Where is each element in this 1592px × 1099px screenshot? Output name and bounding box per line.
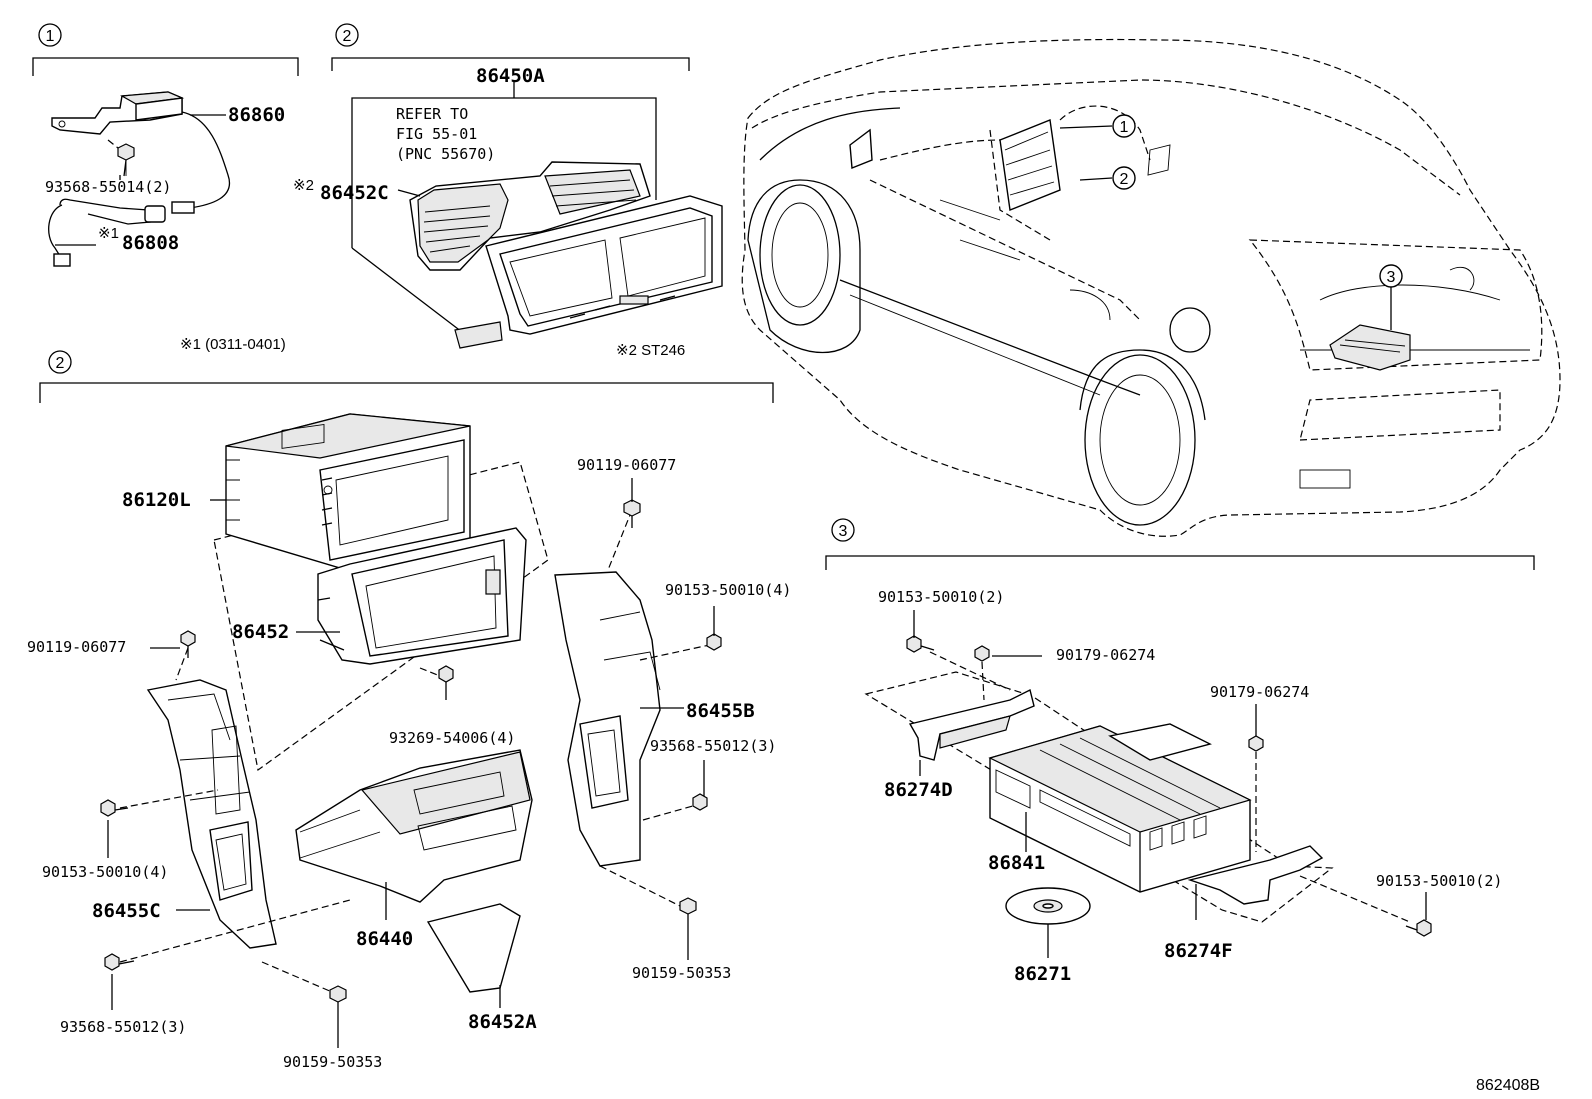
part-93568-55012-3-left-label: 93568-55012(3) — [60, 1018, 186, 1036]
section-number: 2 — [343, 28, 352, 45]
part-86455C-label: 86455C — [92, 900, 161, 922]
part-90159-50353-left-label: 90159-50353 — [283, 1053, 382, 1071]
part-90153-50010-2-top-label: 90153-50010(2) — [878, 588, 1004, 606]
note-mark-1: ※1 — [98, 225, 119, 242]
car-callout-2: 2 — [1120, 171, 1129, 188]
refer-line-1: REFER TO — [396, 105, 468, 123]
part-86274F-label: 86274F — [1164, 940, 1233, 962]
part-86452C-label: 86452C — [320, 182, 389, 204]
part-93568-55012-3-right-label: 93568-55012(3) — [650, 737, 776, 755]
section-2a-header: 2 — [331, 23, 690, 71]
part-90159-50353-right-label: 90159-50353 — [632, 964, 731, 982]
part-86274D-label: 86274D — [884, 779, 953, 801]
part-90153-50010-4-right-label: 90153-50010(4) — [665, 581, 791, 599]
note-2-model: ※2 ST246 — [616, 342, 685, 359]
section-number: 3 — [839, 523, 848, 540]
section-number: 1 — [46, 28, 55, 45]
part-86120L-label: 86120L — [122, 489, 191, 511]
refer-line-3: (PNC 55670) — [396, 145, 495, 163]
section-2b-header: 2 — [39, 350, 774, 403]
part-86450A-label: 86450A — [476, 65, 545, 87]
part-90179-06274-top-label: 90179-06274 — [1056, 646, 1155, 664]
car-callout-1: 1 — [1120, 119, 1129, 136]
part-90153-50010-4-left-label: 90153-50010(4) — [42, 863, 168, 881]
cd-changer-drawing — [864, 610, 1432, 958]
note-1-range: ※1 (0311-0401) — [180, 336, 286, 353]
part-86455B-label: 86455B — [686, 700, 755, 722]
refer-line-2: FIG 55-01 — [396, 125, 477, 143]
car-callout-3: 3 — [1387, 269, 1396, 286]
part-86271-label: 86271 — [1014, 963, 1071, 985]
bolt-icons — [100, 478, 722, 1048]
vehicle-drawing — [741, 38, 1561, 537]
section-number: 2 — [56, 355, 65, 372]
vent-assembly-drawing — [351, 82, 723, 349]
figure-code: 862408B — [1476, 1077, 1540, 1094]
part-86452A-label: 86452A — [468, 1011, 537, 1033]
part-86808-label: 86808 — [122, 232, 179, 254]
radio-bracket-drawing — [119, 413, 715, 1008]
part-93568-55014-label: 93568-55014(2) — [45, 178, 171, 196]
note-mark-2: ※2 — [293, 177, 314, 194]
part-93269-54006-label: 93269-54006(4) — [389, 729, 515, 747]
section-1-header: 1 — [32, 23, 299, 76]
part-90119-06077-right-label: 90119-06077 — [577, 456, 676, 474]
part-86860-label: 86860 — [228, 104, 285, 126]
part-86440-label: 86440 — [356, 928, 413, 950]
part-90179-06274-mid-label: 90179-06274 — [1210, 683, 1309, 701]
part-90119-06077-left-label: 90119-06077 — [27, 638, 126, 656]
part-86452-label: 86452 — [232, 621, 289, 643]
antenna-module-drawing — [48, 91, 231, 267]
section-3-header: 3 — [825, 518, 1535, 570]
part-90153-50010-2-right-label: 90153-50010(2) — [1376, 872, 1502, 890]
part-86841-label: 86841 — [988, 852, 1045, 874]
